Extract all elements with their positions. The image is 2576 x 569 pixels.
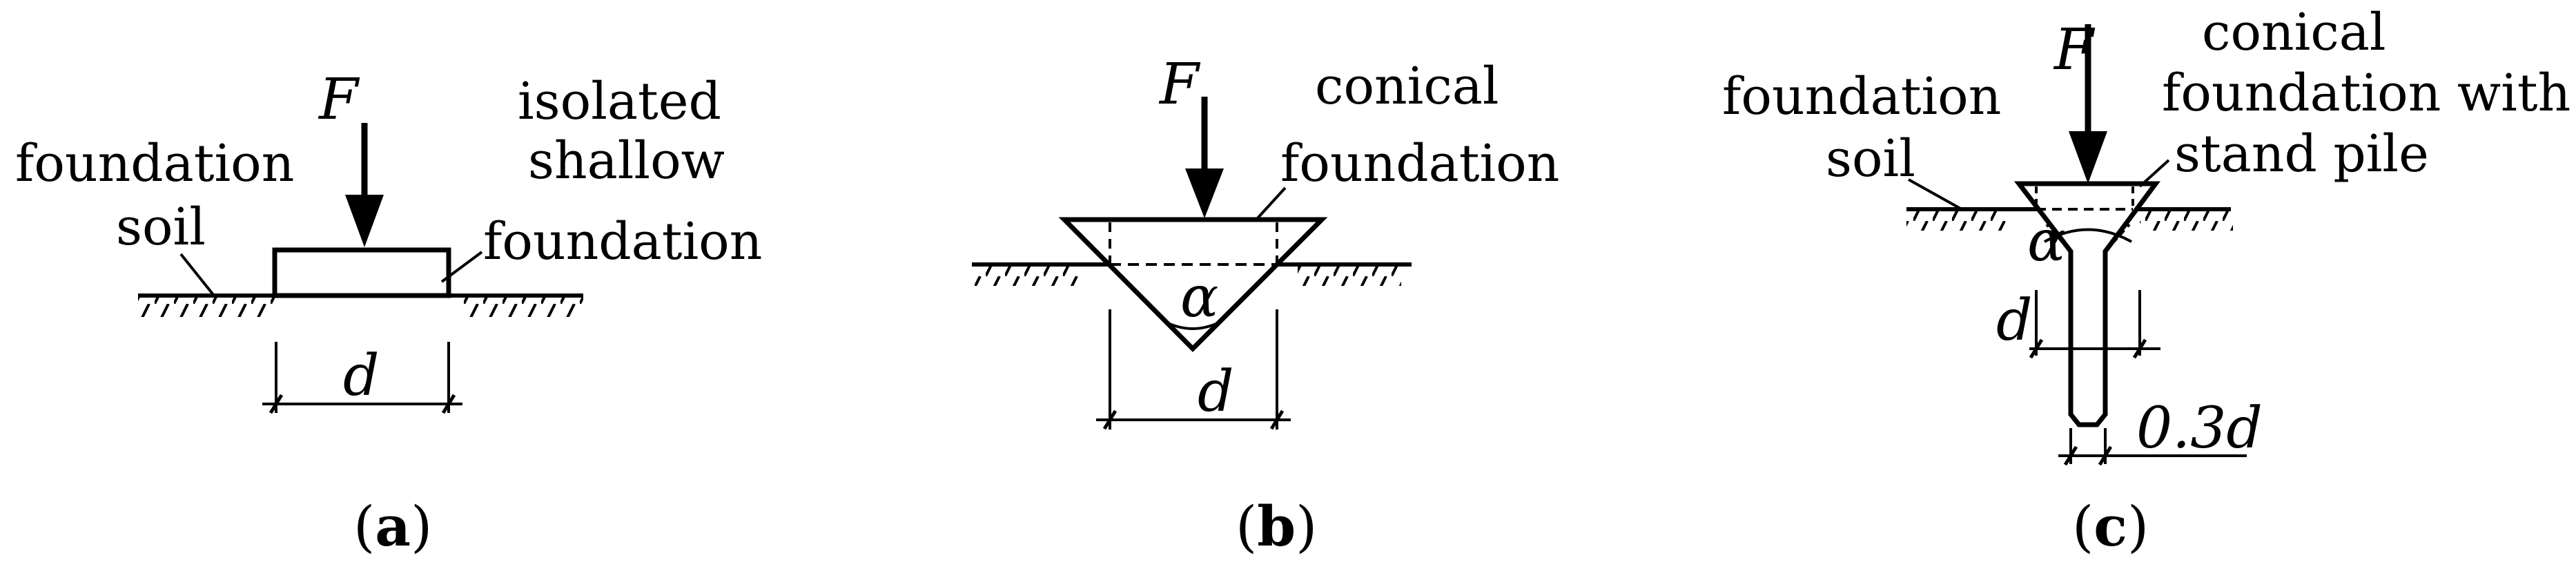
panel-a: F isolated shallow foundation foundation… <box>15 67 762 559</box>
label-isolated: isolated <box>518 72 721 131</box>
label-conical-b: conical <box>1315 57 1499 116</box>
leader-foundation-b <box>1255 186 1287 221</box>
caption-b: (b) <box>1236 494 1317 559</box>
caption-c: (c) <box>2072 494 2149 559</box>
force-arrow-head-c <box>2069 131 2107 184</box>
pile-dim-tick-left <box>2063 445 2078 466</box>
force-arrow-head-a <box>345 195 384 247</box>
label-soil-a: soil <box>116 197 206 257</box>
label-foundation-with: foundation with <box>2162 64 2570 123</box>
pile-dim-label: 0.3d <box>2136 396 2263 461</box>
panel-c: α F conical foundation with stand pile f… <box>1722 3 2570 559</box>
cone-apex-dashed-left <box>2045 223 2072 253</box>
label-conical-c: conical <box>2202 3 2386 62</box>
label-foundation-soil-c: foundation <box>1722 67 2001 126</box>
angle-label-b: α <box>1180 264 1218 330</box>
label-soil-c: soil <box>1826 129 1915 189</box>
label-shallow: shallow <box>528 131 725 191</box>
dim-label-b: d <box>1198 359 1234 425</box>
leader-foundation-c <box>2138 159 2170 188</box>
dim-label-c: d <box>1996 288 2033 354</box>
dim-tick-right-b <box>1269 409 1285 430</box>
hatch-right-c <box>2140 210 2233 231</box>
angle-arc-b <box>1166 321 1220 330</box>
label-foundation-b: foundation <box>1280 134 1559 193</box>
dim-tick-right-c <box>2132 338 2147 359</box>
angle-label-c: α <box>2027 209 2065 274</box>
caption-a: (a) <box>353 494 432 559</box>
pile-dim-tick-right <box>2098 445 2113 466</box>
hatch-left-b <box>975 265 1078 286</box>
dim-tick-left-b <box>1102 409 1118 430</box>
dim-label-a: d <box>343 343 380 409</box>
force-label-b: F <box>1158 52 1201 117</box>
label-foundation-a: foundation <box>483 212 762 271</box>
hatch-right-a <box>462 296 583 317</box>
leader-soil-c <box>1908 178 1962 211</box>
conical-foundation-with-pile <box>2013 181 2160 427</box>
force-label-a: F <box>318 67 360 133</box>
panel-b: α F conical foundation d (b) <box>972 52 1559 559</box>
leader-soil-a <box>179 253 215 297</box>
dim-tick-left-c <box>2029 338 2044 359</box>
cone-apex-dashed-right <box>2104 223 2131 253</box>
label-stand-pile: stand pile <box>2174 124 2429 184</box>
conical-foundation <box>1058 217 1328 352</box>
label-foundation-soil-a: foundation <box>15 134 294 193</box>
hatch-left-c <box>1906 210 2010 231</box>
force-label-c: F <box>2053 17 2096 83</box>
shallow-foundation-block <box>272 247 451 298</box>
dim-tick-left-a <box>269 394 284 414</box>
angle-arc-c <box>2044 228 2132 243</box>
force-arrow-head-b <box>1185 168 1224 218</box>
hatch-right-b <box>1298 265 1401 286</box>
dim-tick-right-a <box>441 394 456 414</box>
hatch-left-a <box>138 296 276 317</box>
leader-foundation-a <box>440 251 483 283</box>
